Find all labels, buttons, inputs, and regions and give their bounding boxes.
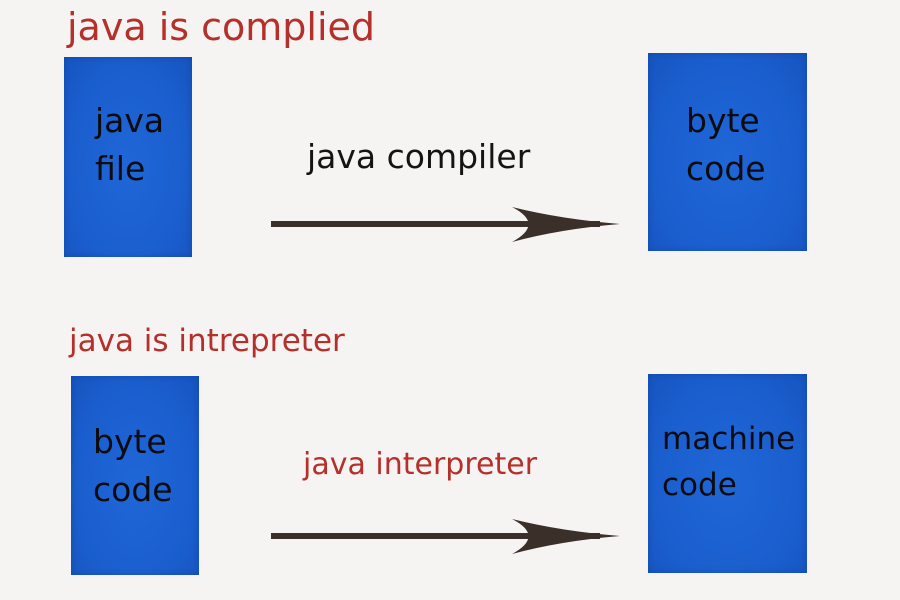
- machine-code-label: machine code: [662, 416, 795, 508]
- interpreter-arrow-label: java interpreter: [303, 447, 538, 482]
- compiled-heading: java is complied: [67, 5, 376, 49]
- compiler-arrow-label: java compiler: [307, 137, 531, 176]
- java-file-label: java file: [95, 97, 164, 193]
- byte-code-source-box: byte code: [71, 376, 199, 575]
- machine-code-line2: code: [662, 467, 737, 503]
- interpreter-arrow-head: [512, 519, 620, 554]
- byte-code-label: byte code: [686, 97, 766, 193]
- compiler-arrow: [271, 207, 620, 242]
- java-file-box: java file: [64, 57, 192, 257]
- java-file-line1: java: [95, 101, 165, 140]
- machine-code-box: machine code: [648, 374, 807, 573]
- byte-code-source-label: byte code: [93, 418, 173, 514]
- compiler-arrow-head: [512, 207, 620, 242]
- machine-code-line1: machine: [662, 421, 796, 457]
- byte-code-line1: byte: [686, 101, 760, 140]
- byte-code-source-line2: code: [93, 470, 173, 509]
- byte-code-box: byte code: [648, 53, 807, 251]
- interpreted-heading: java is intrepreter: [69, 323, 345, 359]
- byte-code-source-line1: byte: [93, 422, 167, 461]
- byte-code-line2: code: [686, 149, 766, 188]
- java-file-line2: file: [95, 149, 146, 188]
- interpreter-arrow: [271, 519, 620, 554]
